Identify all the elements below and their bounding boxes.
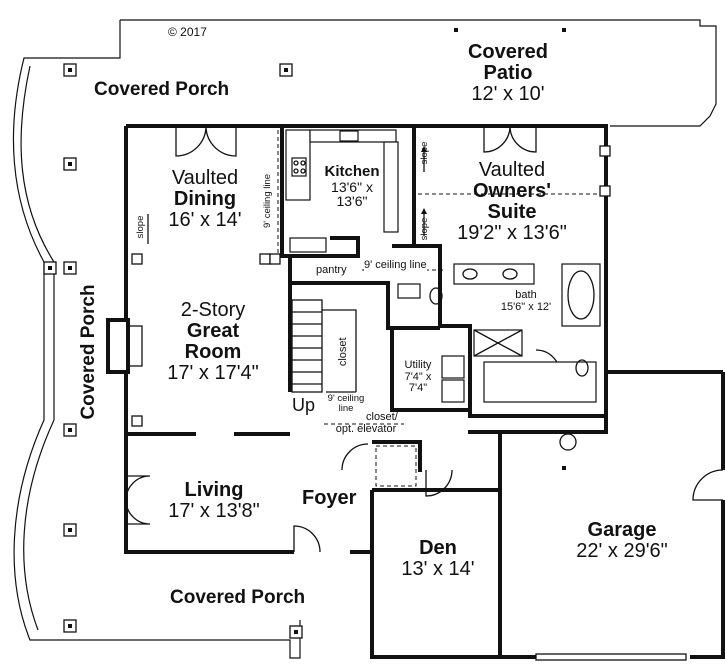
utility-dims-line2: 7'4" [408,382,428,395]
slope-note-suite-lower: slope [419,217,431,241]
patio-post-marker [454,28,458,32]
kitchen-dims-line1: 13'6" x [331,178,373,195]
copyright: © 2017 [168,25,207,39]
bath-dims: 15'6" x 12' [500,300,552,313]
owners-suite-dims: 19'2" x 13'6" [457,222,567,244]
porch-bottom-label: Covered Porch [170,587,306,608]
porch-outline [12,20,301,659]
patio-name-line1: Covered [467,41,549,63]
slope-note-suite-upper: slope [419,141,431,165]
ceiling-line-vertical-note: 9' ceiling line [262,173,274,229]
ceiling-line-stair-note: 9' ceiling line [324,394,368,414]
utility-name: Utility [404,359,432,371]
great-room-dims: 17' x 17'4" [167,362,259,384]
stair-up-label: Up [292,395,316,415]
utility-label: Utility 7'4" x 7'4" [396,359,440,395]
closet-elevator-line2: opt. elevator [335,422,397,435]
bath-label: bath 15'6" x 12' [486,289,566,313]
kitchen-name: Kitchen [324,163,380,180]
porch-edge-upper [20,65,55,263]
ceiling-line-horizontal-note: 9' ceiling line [364,259,427,272]
owners-suite-label: Vaulted Owners' Suite 19'2" x 13'6" [442,160,582,244]
living-name: Living [184,479,244,501]
dining-dims: 16' x 14' [168,209,242,231]
patio-post-marker [562,28,566,32]
foyer-label: Foyer [302,487,357,509]
staircase [291,299,357,393]
kitchen-label: Kitchen 13'6" x 13'6" [316,164,388,209]
garage-wall [468,372,725,659]
owners-suite-name-line2: Suite [487,201,537,223]
fireplace [106,318,143,374]
garage-water-heater [559,433,577,451]
garage-name: Garage [587,519,657,541]
pantry-label: pantry [316,264,347,276]
dining-prefix: Vaulted [171,167,239,189]
patio-name-line2: Patio [483,62,533,84]
utility-dims-line1: 7'4" x [404,370,432,383]
bath-wall [386,300,440,330]
ceiling-line-stair-line2: line [338,402,354,414]
closet-elevator-line1: closet/ [366,411,398,423]
den-label: Den 13' x 14' [390,538,486,580]
great-room-name-line1: Great [186,320,240,342]
living-dims: 17' x 13'8" [168,500,260,522]
patio-outline [120,19,717,127]
den-name: Den [419,537,457,559]
bath-fixtures [397,263,601,403]
patio-label: Covered Patio 12' x 10' [448,42,568,105]
great-room-label: 2-Story Great Room 17' x 17'4" [158,300,268,384]
elevator-shaft [375,445,417,487]
den-dims: 13' x 14' [401,558,475,580]
foyer-entry-door [293,525,321,553]
owners-suite-name-line1: Owners' [472,180,552,202]
kitchen-counters [285,129,399,253]
kitchen-wall [280,126,360,258]
dining-label: Vaulted Dining 16' x 14' [150,168,260,231]
closet-label: closet [337,337,350,367]
porch-top-label: Covered Porch [94,79,230,100]
patio-dims: 12' x 10' [471,83,545,105]
utility-wall [390,330,468,412]
pantry-wall [288,256,390,392]
great-room-prefix: 2-Story [180,299,246,321]
dining-name: Dining [173,188,237,210]
house-outer-wall [126,124,723,374]
slope-note-dining: slope [135,215,147,239]
porch-left-label: Covered Porch [78,284,100,420]
utility-appliances [441,355,465,403]
ceiling-line-stair-line1: 9' ceiling [327,393,365,404]
living-label: Living 17' x 13'8" [156,480,272,522]
closet-door [341,443,369,471]
closet-elevator-wall [370,440,422,552]
garage-door [535,653,687,661]
garage-side-door [692,469,724,501]
great-room-name-line2: Room [184,341,242,363]
living-side-doors [125,475,151,525]
garage-dims: 22' x 29'6" [576,540,668,562]
garage-label: Garage 22' x 29'6" [552,520,692,562]
den-door [425,469,453,497]
closet-elevator-label: closet/ opt. elevator [326,411,406,435]
garage-marker [562,466,566,470]
slope-arrows [147,146,427,244]
house-south-wall [350,550,500,659]
kitchen-dims-line2: 13'6" [336,193,368,210]
suite-patio-doors [483,125,537,153]
porch-edge-lower [23,419,55,631]
dining-patio-doors [175,125,237,157]
owners-suite-prefix: Vaulted [478,159,546,181]
bath-name: bath [515,289,537,301]
house-west-wall [124,126,294,554]
porch-posts [43,63,611,639]
